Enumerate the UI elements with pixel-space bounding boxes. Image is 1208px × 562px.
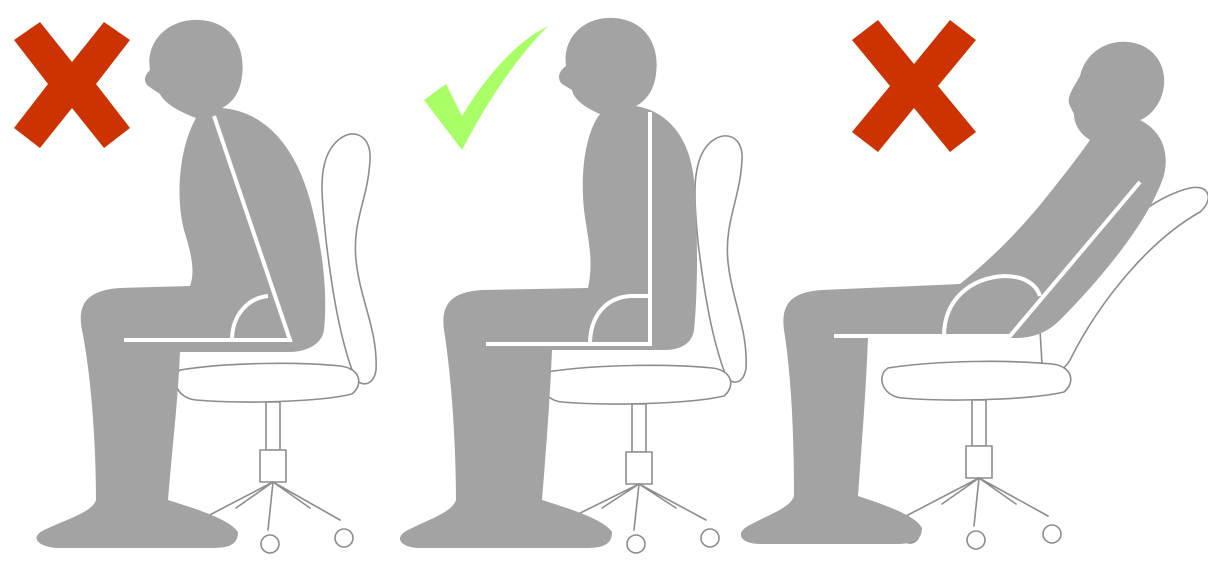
cross-icon xyxy=(852,20,976,152)
checkmark-icon xyxy=(424,26,548,150)
figure-reclining xyxy=(741,20,1208,549)
figure-slouching xyxy=(14,20,376,553)
cross-icon xyxy=(14,22,130,148)
figure-upright xyxy=(400,18,746,553)
